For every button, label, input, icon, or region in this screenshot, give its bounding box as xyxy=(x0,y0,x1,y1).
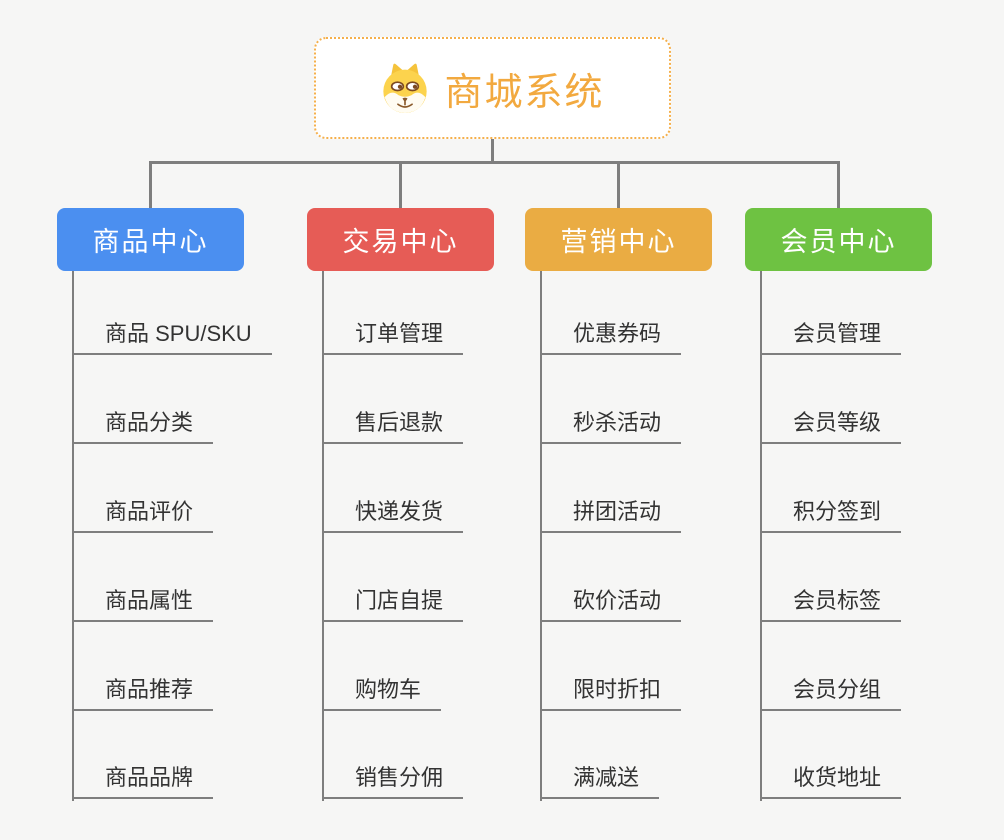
subtopic-after-sales-refund[interactable]: 售后退款 xyxy=(322,404,464,444)
branch-topic-label: 交易中心 xyxy=(342,227,459,257)
subtopic-sales-commission[interactable]: 销售分佣 xyxy=(322,759,464,799)
branch-topic-label: 营销中心 xyxy=(560,227,677,257)
subtopic-shopping-cart[interactable]: 购物车 xyxy=(322,671,442,711)
subtopic-limited-time-discount[interactable]: 限时折扣 xyxy=(540,671,682,711)
subtopic-express-delivery[interactable]: 快递发货 xyxy=(322,493,464,533)
subtopic-store-pickup[interactable]: 门店自提 xyxy=(322,582,464,622)
branch-topic-member-center[interactable]: 会员中心 xyxy=(745,208,932,271)
branch-topic-product-center[interactable]: 商品中心 xyxy=(57,208,244,271)
subtopic-bargain-activity[interactable]: 砍价活动 xyxy=(540,582,682,622)
subtopic-flash-sale[interactable]: 秒杀活动 xyxy=(540,404,682,444)
shiba-dog-face-icon xyxy=(380,61,430,115)
connector-drop-trade-center xyxy=(399,161,402,209)
subtopic-shipping-address[interactable]: 收货地址 xyxy=(760,759,902,799)
connector-drop-marketing-center xyxy=(617,161,620,209)
branch-topic-label: 会员中心 xyxy=(780,227,897,257)
subtopic-coupon-code[interactable]: 优惠券码 xyxy=(540,315,682,355)
connector-drop-product-center xyxy=(149,161,152,209)
subtopic-order-management[interactable]: 订单管理 xyxy=(322,315,464,355)
children-line-trade-center xyxy=(322,271,324,801)
subtopic-member-level[interactable]: 会员等级 xyxy=(760,404,902,444)
branch-topic-label: 商品中心 xyxy=(92,227,209,257)
subtopic-full-reduction[interactable]: 满减送 xyxy=(540,759,660,799)
connector-drop-member-center xyxy=(837,161,840,209)
subtopic-goods-category[interactable]: 商品分类 xyxy=(72,404,214,444)
children-line-product-center xyxy=(72,271,74,801)
root-topic-title: 商城系统 xyxy=(444,71,605,114)
children-line-marketing-center xyxy=(540,271,542,801)
children-line-member-center xyxy=(760,271,762,801)
connector-spine xyxy=(149,161,840,164)
subtopic-goods-review[interactable]: 商品评价 xyxy=(72,493,214,533)
subtopic-goods-attribute[interactable]: 商品属性 xyxy=(72,582,214,622)
subtopic-member-group[interactable]: 会员分组 xyxy=(760,671,902,711)
root-topic[interactable]: 商城系统 xyxy=(314,37,671,139)
subtopic-goods-brand[interactable]: 商品品牌 xyxy=(72,759,214,799)
subtopic-group-buy[interactable]: 拼团活动 xyxy=(540,493,682,533)
subtopic-goods-spu-sku[interactable]: 商品 SPU/SKU xyxy=(72,315,272,355)
branch-topic-trade-center[interactable]: 交易中心 xyxy=(307,208,494,271)
subtopic-goods-recommend[interactable]: 商品推荐 xyxy=(72,671,214,711)
subtopic-member-management[interactable]: 会员管理 xyxy=(760,315,902,355)
subtopic-member-tag[interactable]: 会员标签 xyxy=(760,582,902,622)
branch-topic-marketing-center[interactable]: 营销中心 xyxy=(525,208,712,271)
connector-root-stem xyxy=(491,138,494,164)
subtopic-points-checkin[interactable]: 积分签到 xyxy=(760,493,902,533)
